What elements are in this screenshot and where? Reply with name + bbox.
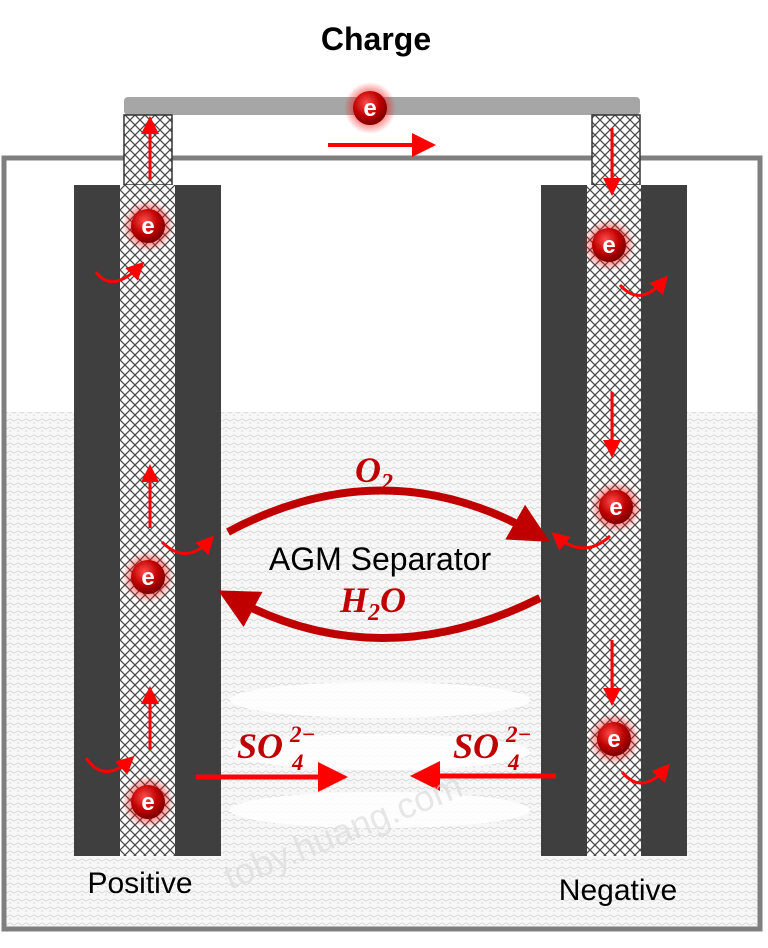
- diagram-title: Charge: [321, 21, 431, 57]
- svg-text:e: e: [363, 95, 376, 122]
- sulfate-label-right: SO 2− 4: [453, 722, 531, 775]
- svg-text:e: e: [141, 789, 154, 816]
- sulfate-label-left: SO 2− 4: [237, 722, 315, 775]
- svg-text:e: e: [141, 564, 154, 591]
- svg-text:SO: SO: [453, 726, 499, 766]
- svg-text:2−: 2−: [289, 722, 315, 747]
- battery-container: [1, 155, 763, 932]
- positive-terminal: [123, 114, 173, 186]
- svg-text:4: 4: [507, 750, 520, 775]
- electron: e: [583, 219, 635, 271]
- svg-text:e: e: [607, 726, 620, 753]
- separator-label: AGM Separator: [269, 541, 492, 577]
- electron: e: [122, 551, 174, 603]
- oxygen-arrow: [226, 486, 550, 542]
- oxygen-label: O2: [355, 450, 393, 496]
- water-label: H2O: [339, 580, 406, 626]
- positive-electrode: [74, 185, 221, 856]
- electron: e: [122, 776, 174, 828]
- electron: e: [590, 481, 642, 533]
- svg-text:e: e: [602, 232, 615, 259]
- electron: e: [122, 200, 174, 252]
- negative-label: Negative: [559, 874, 677, 907]
- electron: e: [588, 713, 640, 765]
- water-arrow: [217, 590, 542, 642]
- svg-text:e: e: [141, 213, 154, 240]
- negative-terminal: [591, 114, 641, 186]
- svg-text:e: e: [609, 494, 622, 521]
- svg-text:SO: SO: [237, 726, 283, 766]
- svg-text:2−: 2−: [505, 722, 531, 747]
- svg-text:4: 4: [291, 750, 304, 775]
- electron: e: [344, 82, 396, 134]
- positive-label: Positive: [87, 867, 192, 900]
